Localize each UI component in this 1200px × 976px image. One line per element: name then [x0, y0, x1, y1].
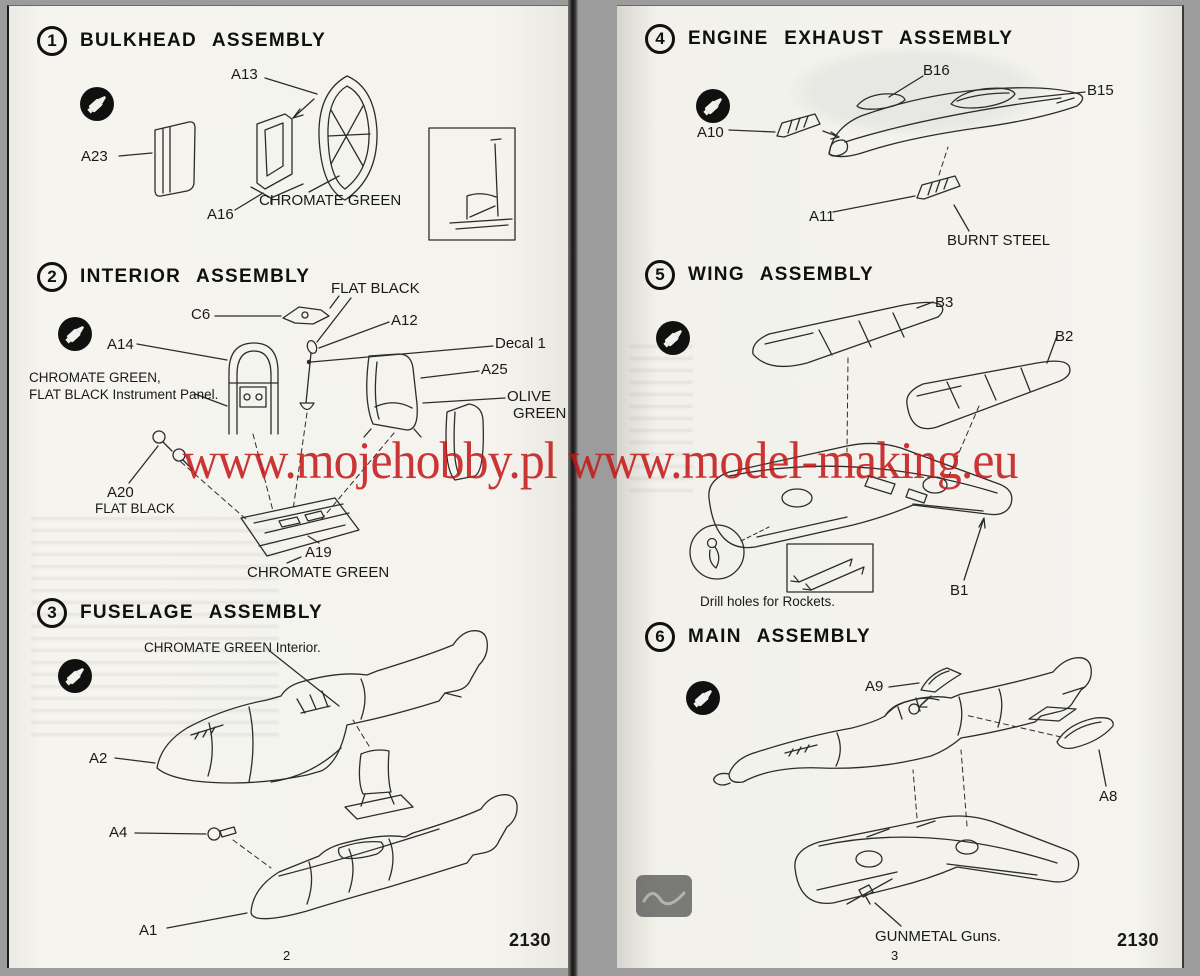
step2-number-badge: 2 [37, 262, 67, 292]
step3-title: FUSELAGE ASSEMBLY [80, 602, 323, 623]
left-page-line-art [114, 75, 518, 929]
step2-title: INTERIOR ASSEMBLY [80, 266, 311, 287]
glue-icon [655, 320, 691, 356]
label-chromate-green-step2: CHROMATE GREEN [247, 564, 390, 581]
label-a2: A2 [89, 750, 108, 767]
glue-icon [695, 88, 731, 124]
label-b2: B2 [1055, 328, 1074, 345]
label-drill-note: Drill holes for Rockets. [700, 594, 836, 609]
label-a19: A19 [305, 544, 332, 561]
right-page-line-art [689, 75, 1114, 927]
page-number-right: 3 [891, 948, 899, 963]
page-right: 4 ENGINE EXHAUST ASSEMBLY B16 B15 A10 A1… [617, 5, 1184, 968]
label-a20: A20 [107, 484, 134, 501]
glue-icon [57, 658, 93, 694]
step6-title: MAIN ASSEMBLY [688, 626, 871, 647]
step6-number-badge: 6 [645, 622, 675, 652]
label-chromate-interior: CHROMATE GREEN Interior. [144, 640, 321, 655]
step6-header: 6 MAIN ASSEMBLY [645, 622, 871, 652]
label-c6: C6 [191, 306, 211, 323]
step5-title: WING ASSEMBLY [688, 264, 875, 285]
step1-title: BULKHEAD ASSEMBLY [80, 30, 327, 51]
label-a12: A12 [391, 312, 418, 329]
label-a23: A23 [81, 148, 108, 165]
label-a10: A10 [697, 124, 724, 141]
step1-header: 1 BULKHEAD ASSEMBLY [37, 26, 326, 56]
label-gunmetal-guns: GUNMETAL Guns. [875, 928, 1001, 945]
step4-header: 4 ENGINE EXHAUST ASSEMBLY [645, 24, 1013, 54]
label-a9: A9 [865, 678, 884, 695]
step4-title: ENGINE EXHAUST ASSEMBLY [688, 28, 1014, 49]
glue-icon [57, 316, 93, 352]
step4-number-badge: 4 [645, 24, 675, 54]
label-b16: B16 [923, 62, 950, 79]
label-flat-black-bottom: FLAT BLACK [95, 501, 175, 516]
label-a25: A25 [481, 361, 508, 378]
label-b15: B15 [1087, 82, 1114, 99]
glue-icon [685, 680, 721, 716]
page-left: 1 BULKHEAD ASSEMBLY A23 A13 A16 CHROMATE… [7, 5, 568, 968]
page-spine-shadow [568, 0, 578, 976]
kit-number-right: 2130 [1117, 930, 1160, 950]
label-a13: A13 [231, 66, 258, 83]
label-chromate-instrument-line2: FLAT BLACK Instrument Panel. [29, 387, 219, 402]
label-a11: A11 [809, 208, 835, 225]
step5-header: 5 WING ASSEMBLY [645, 260, 874, 290]
step2-header: 2 INTERIOR ASSEMBLY [37, 262, 310, 292]
label-a14: A14 [107, 336, 134, 353]
label-chromate-green-step1: CHROMATE GREEN [259, 192, 402, 209]
label-a8: A8 [1099, 788, 1118, 805]
kit-number-left: 2130 [509, 930, 552, 950]
label-a16: A16 [207, 206, 234, 223]
label-a1: A1 [139, 922, 158, 939]
page-number-left: 2 [283, 948, 291, 963]
step5-number-badge: 5 [645, 260, 675, 290]
label-olive-line1: OLIVE [507, 388, 552, 405]
step3-header: 3 FUSELAGE ASSEMBLY [37, 598, 323, 628]
label-flat-black-top: FLAT BLACK [331, 280, 420, 297]
label-olive-line2: GREEN [513, 405, 567, 422]
step1-number-badge: 1 [37, 26, 67, 56]
label-a4: A4 [109, 824, 128, 841]
label-decal-1: Decal 1 [495, 335, 546, 352]
label-chromate-instrument-line1: CHROMATE GREEN, [29, 370, 161, 385]
label-b3: B3 [935, 294, 954, 311]
glue-icon [79, 86, 115, 122]
label-b1: B1 [950, 582, 969, 599]
label-burnt-steel: BURNT STEEL [947, 232, 1051, 249]
step3-number-badge: 3 [37, 598, 67, 628]
